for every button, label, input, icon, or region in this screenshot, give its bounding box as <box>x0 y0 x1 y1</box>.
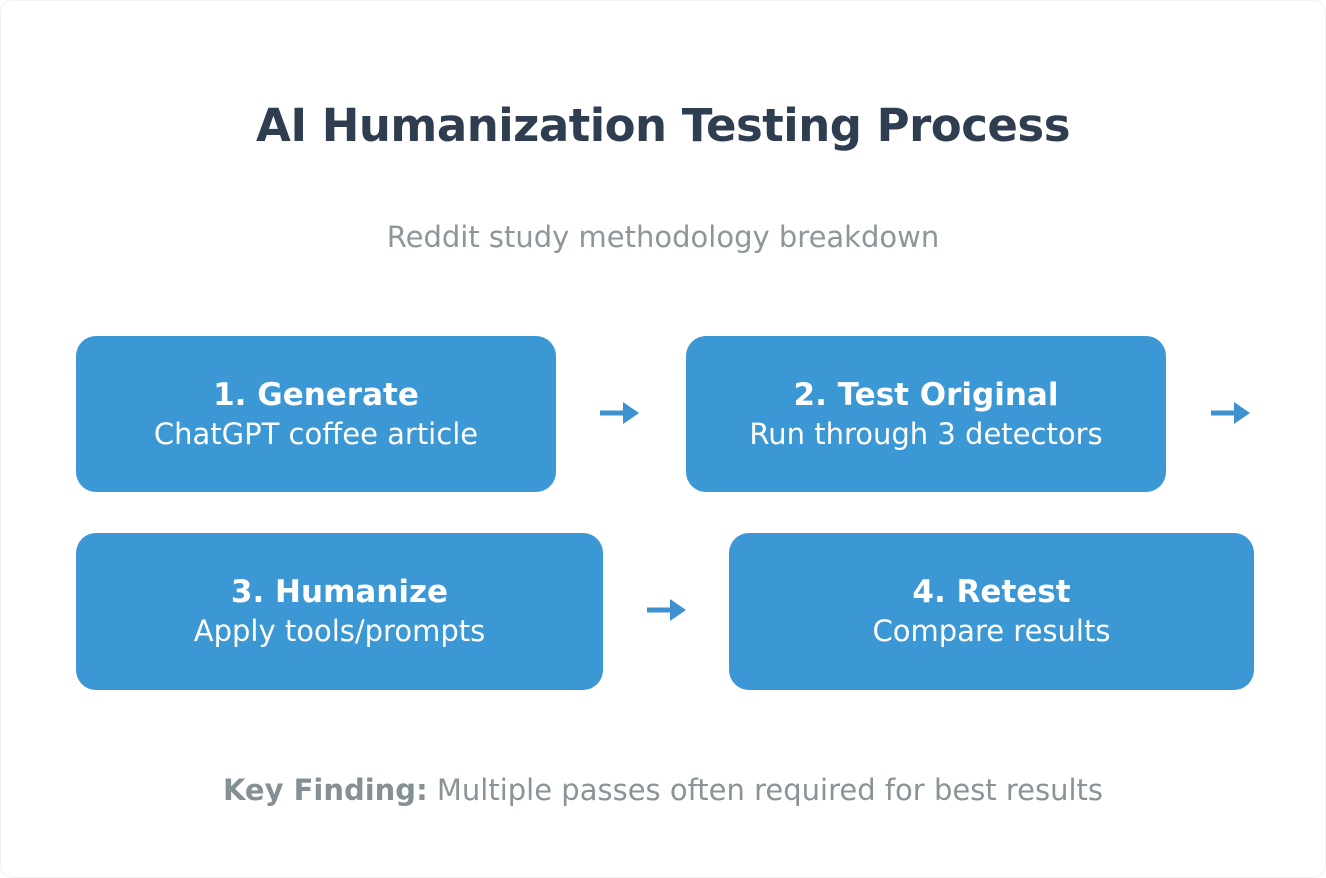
key-finding-label: Key Finding: <box>222 773 428 807</box>
arrow-right-icon <box>1211 402 1250 424</box>
step-title: 2. Test Original <box>793 376 1059 413</box>
arrow-right-icon <box>647 599 686 621</box>
step-subtitle: Compare results <box>872 614 1111 649</box>
step-box-humanize: 3. Humanize Apply tools/prompts <box>76 533 603 690</box>
step-subtitle: ChatGPT coffee article <box>153 416 479 451</box>
arrow-right-icon <box>600 402 639 424</box>
step-title: 4. Retest <box>912 574 1071 610</box>
step-title: 3. Humanize <box>230 574 449 610</box>
step-subtitle: Apply tools/prompts <box>193 614 486 649</box>
step-subtitle: Run through 3 detectors <box>749 416 1103 451</box>
step-box-generate: 1. Generate ChatGPT coffee article <box>76 336 556 492</box>
key-finding-text: Multiple passes often required for best … <box>436 773 1104 807</box>
step-box-test-original: 2. Test Original Run through 3 detectors <box>686 336 1166 492</box>
page-subtitle: Reddit study methodology breakdown <box>386 220 940 254</box>
step-title: 1. Generate <box>213 376 419 413</box>
key-finding: Key Finding: Multiple passes often requi… <box>1 773 1325 807</box>
page-title: AI Humanization Testing Process <box>256 99 1071 152</box>
step-box-retest: 4. Retest Compare results <box>729 533 1254 690</box>
